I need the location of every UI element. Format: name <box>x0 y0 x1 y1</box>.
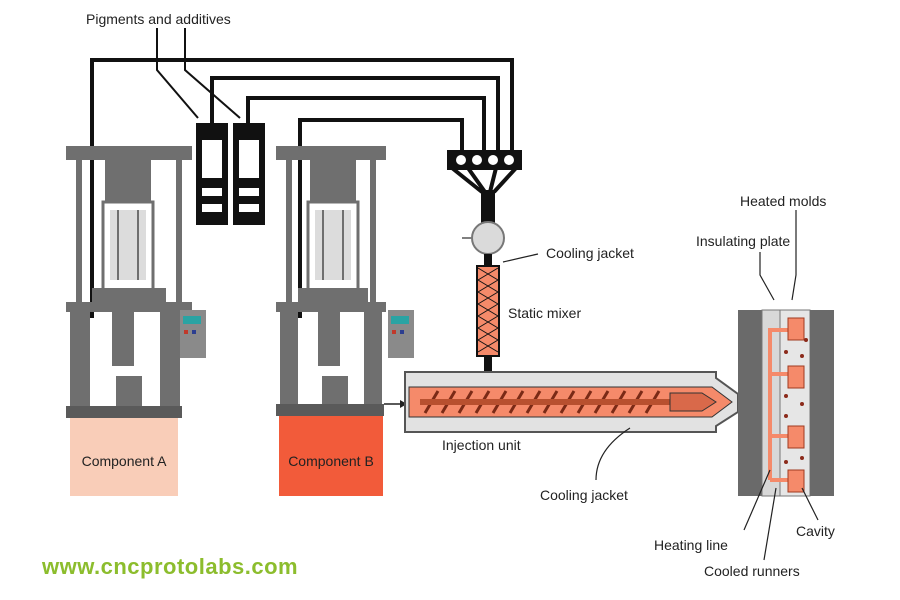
component-b-tank <box>279 416 383 496</box>
static-mixer-label: Static mixer <box>508 305 581 321</box>
pigment-unit-2 <box>233 123 265 225</box>
heated-molds-label: Heated molds <box>740 193 826 209</box>
component-a-tank <box>70 418 178 496</box>
feed-lines <box>90 28 518 318</box>
mold-assembly <box>738 309 834 497</box>
metering-machine-a <box>66 146 206 418</box>
leader-lines <box>502 210 819 561</box>
static-mixer <box>476 254 500 382</box>
watermark: www.cncprotolabs.com <box>41 554 298 579</box>
feed-arrow <box>384 400 407 408</box>
injection-unit-label: Injection unit <box>442 437 521 453</box>
component-b-label: Component B <box>288 453 374 469</box>
injection-unit <box>404 371 766 433</box>
cooling-jacket-top-label: Cooling jacket <box>546 245 634 261</box>
cavity-label: Cavity <box>796 523 835 539</box>
heating-line-label: Heating line <box>654 537 728 553</box>
component-a-label: Component A <box>82 453 167 469</box>
feed-manifold <box>447 150 522 170</box>
cooled-runners-label: Cooled runners <box>704 563 800 579</box>
cooling-jacket-valve <box>462 221 505 255</box>
pigments-additives-label: Pigments and additives <box>86 11 231 27</box>
insulating-plate-label: Insulating plate <box>696 233 790 249</box>
metering-machine-b <box>276 146 414 416</box>
pigment-unit-1 <box>196 123 228 225</box>
cooling-jacket-bottom-label: Cooling jacket <box>540 487 628 503</box>
